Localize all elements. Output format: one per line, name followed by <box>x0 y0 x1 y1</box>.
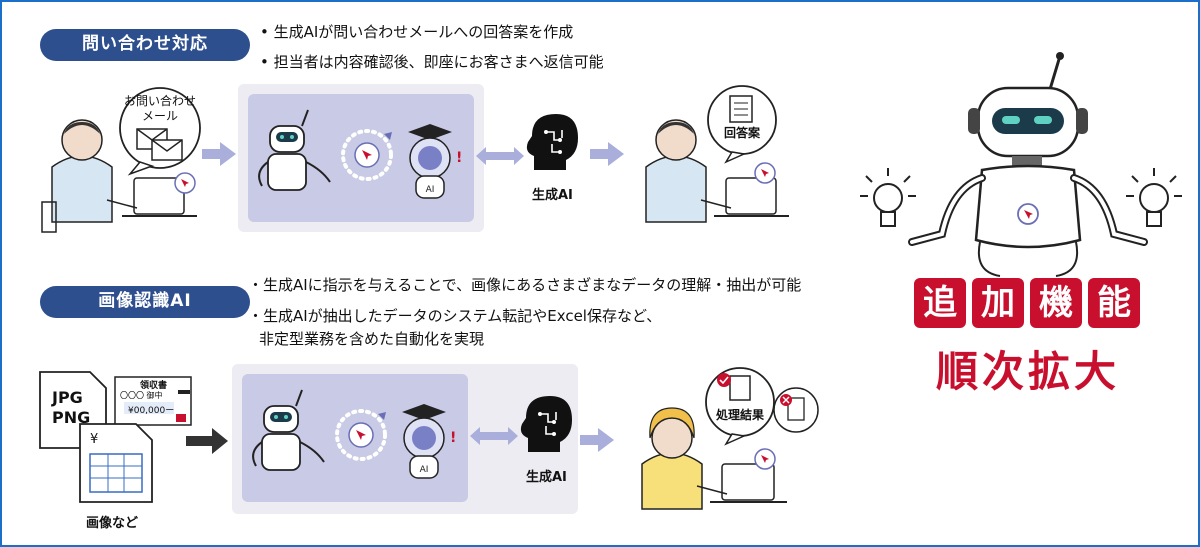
double-arrow-1 <box>476 147 524 165</box>
headline-line-2: 順次拡大 <box>936 347 1121 396</box>
robot-icon <box>252 389 325 471</box>
staff-at-laptop-icon <box>645 119 789 223</box>
invoice-yen-mark: ¥ <box>90 432 99 447</box>
image-label: 画像など <box>86 516 139 531</box>
worker-at-laptop-icon <box>641 407 787 510</box>
receipt-amount: ¥00,000ー <box>128 406 175 416</box>
ai-badge-text: AI <box>426 185 435 195</box>
inquiry-bubble-text: お問い合わせ メール <box>123 94 196 123</box>
section2-bullet-1: ・生成AIに指示を与えることで、画像にあるさまざまなデータの理解・抽出が可能 <box>248 276 802 294</box>
ai-label-2: 生成AI <box>526 470 567 485</box>
section1-title: 問い合わせ対応 <box>40 29 250 61</box>
receipt-title: 領収書 <box>140 381 168 391</box>
invoice-icon <box>79 423 153 503</box>
cursor-badge-icon <box>754 448 776 470</box>
cursor-badge-icon <box>754 162 776 184</box>
svg-text:!: ! <box>456 150 462 166</box>
svg-text:!: ! <box>450 430 456 446</box>
headline-char-4: 能 <box>1088 278 1140 328</box>
lightbulb-icon <box>1126 168 1182 227</box>
headline-char-3: 機 <box>1030 278 1082 328</box>
person-at-laptop-icon <box>41 119 197 233</box>
ai-head-icon <box>520 396 572 452</box>
humanoid-robot-illustration <box>908 52 1148 277</box>
section1-bullet-1: • 生成AIが問い合わせメールへの回答案を作成 <box>260 23 574 41</box>
result-bubble <box>705 367 775 446</box>
flow-arrow-3 <box>186 428 228 454</box>
flow-arrow-2 <box>590 142 624 166</box>
receipt-icon <box>114 376 192 426</box>
ai-scholar-icon: AI ! <box>408 124 462 199</box>
file-type-jpg: JPG <box>52 388 83 407</box>
error-doc-bubble <box>773 387 819 433</box>
section2-title: 画像認識AI <box>40 286 250 318</box>
section1-bullet-2: • 担当者は内容確認後、即座にお客さまへ返信可能 <box>260 53 604 71</box>
headline-char-1: 追 <box>914 278 966 328</box>
ai-scholar-icon: AI ! <box>402 404 456 479</box>
robot-icon <box>258 109 331 191</box>
process-loop-icon <box>341 129 393 181</box>
headline-char-2: 加 <box>972 278 1024 328</box>
flow-arrow-1 <box>202 142 236 166</box>
file-type-png: PNG <box>52 408 91 427</box>
answer-bubble-text: 回答案 <box>723 126 760 140</box>
result-bubble-text: 処理結果 <box>715 408 764 422</box>
ai-head-icon <box>526 114 578 170</box>
section2-bullet-3: 非定型業務を含めた自動化を実現 <box>259 330 485 348</box>
answer-bubble <box>707 85 777 164</box>
double-arrow-2 <box>470 427 518 445</box>
mail-icon <box>136 128 183 161</box>
process-loop-icon <box>335 409 387 461</box>
lightbulb-icon <box>860 168 916 227</box>
flow-arrow-4 <box>580 428 614 452</box>
cursor-badge-icon <box>174 172 196 194</box>
receipt-name: 〇〇〇 御中 <box>120 391 163 400</box>
ai-badge-text: AI <box>420 465 429 475</box>
section2-bullet-2: ・生成AIが抽出したデータのシステム転記やExcel保存など、 <box>248 307 662 325</box>
ai-label-1: 生成AI <box>532 188 573 203</box>
